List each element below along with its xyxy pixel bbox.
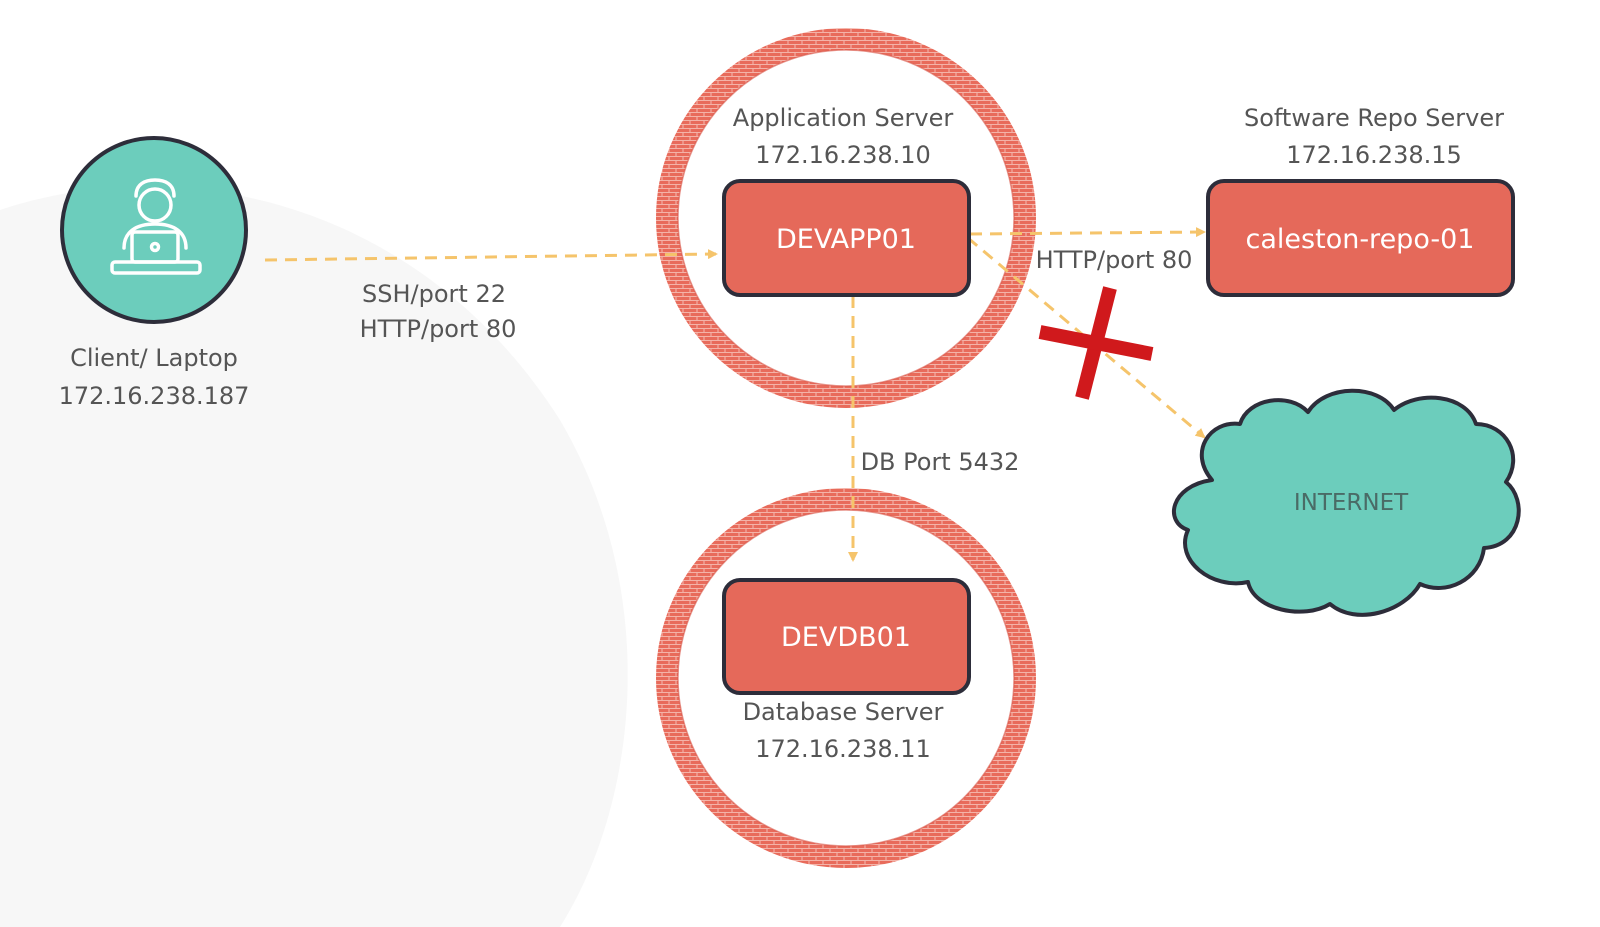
background-shape — [0, 186, 628, 927]
app-server-firewall-ring — [656, 28, 1036, 408]
internet-label: INTERNET — [1294, 490, 1409, 516]
connection-app-to-repo — [969, 227, 1206, 238]
app-server-node: Application Server 172.16.238.10 DEVAPP0… — [722, 104, 971, 297]
db-server-title: Database Server — [743, 698, 944, 726]
internet-node: INTERNET — [1172, 388, 1521, 617]
db-server-ip: 172.16.238.11 — [755, 735, 931, 763]
app-server-box — [722, 179, 971, 297]
client-app-protocol-ssh: SSH/port 22 — [362, 280, 506, 308]
db-server-firewall-ring-inner-edge — [677, 509, 1015, 847]
app-db-protocol: DB Port 5432 — [861, 448, 1020, 476]
repo-server-ip: 172.16.238.15 — [1286, 141, 1462, 169]
client-app-protocol-http: HTTP/port 80 — [360, 315, 517, 343]
app-server-title: Application Server — [733, 104, 954, 132]
app-server-hostname: DEVAPP01 — [776, 224, 916, 255]
app-server-ip: 172.16.238.10 — [755, 141, 931, 169]
db-server-box — [722, 578, 971, 695]
cloud-icon — [1172, 388, 1521, 617]
repo-server-title: Software Repo Server — [1244, 104, 1504, 132]
person-with-laptop-icon — [110, 178, 202, 275]
connection-client-to-app — [264, 249, 718, 262]
db-server-hostname: DEVDB01 — [781, 622, 911, 653]
connection-app-to-internet — [967, 236, 1206, 439]
client-node: Client/ Laptop 172.16.238.187 — [59, 136, 250, 410]
repo-server-node: Software Repo Server 172.16.238.15 cales… — [1206, 104, 1515, 297]
db-server-node: DEVDB01 Database Server 172.16.238.11 — [722, 578, 971, 763]
db-server-firewall-ring — [656, 488, 1036, 868]
repo-server-box — [1206, 179, 1515, 297]
blocked-x-icon — [1038, 286, 1154, 400]
client-ip: 172.16.238.187 — [59, 382, 250, 410]
app-server-firewall-ring-inner-edge — [677, 49, 1015, 387]
client-label: Client/ Laptop — [70, 344, 238, 372]
client-circle — [60, 136, 248, 324]
app-repo-protocol: HTTP/port 80 — [1036, 246, 1193, 274]
repo-server-hostname: caleston-repo-01 — [1246, 224, 1475, 255]
